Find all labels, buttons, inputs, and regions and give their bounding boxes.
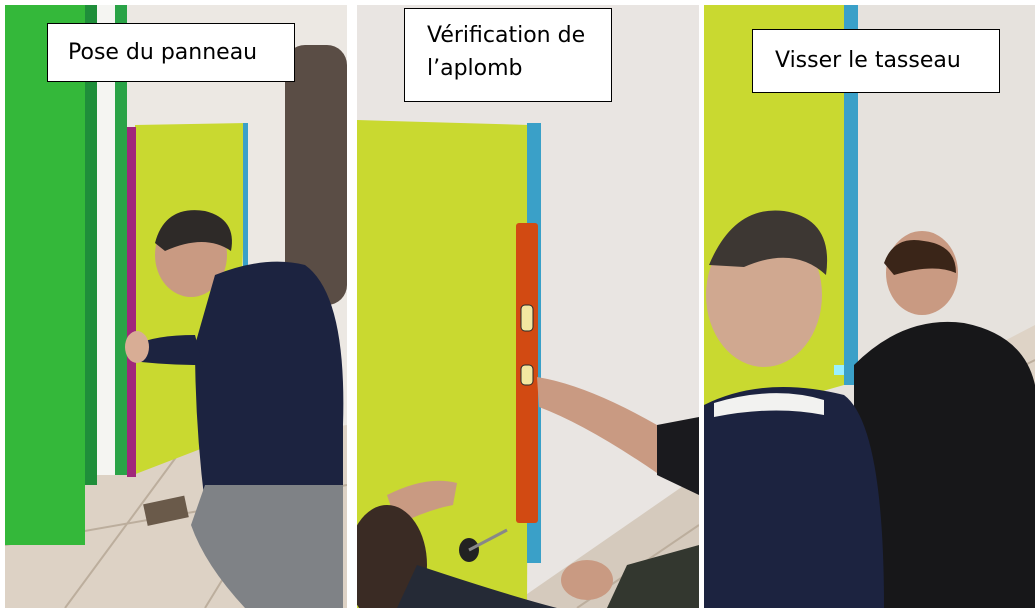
caption-text: Pose du panneau [68,40,258,65]
photo-screw-batten [704,5,1035,608]
black-sweater [854,321,1035,608]
yellow-panel [357,120,529,608]
screwdriver [459,528,508,562]
photo-panel-installation [5,5,347,608]
caption-plumb-check: Vérification de l’aplomb [404,8,612,102]
caption-screw-batten: Visser le tasseau [752,29,1000,93]
caption-panel-installation: Pose du panneau [47,23,295,82]
photo-plumb-check [357,5,699,608]
caption-text: Visser le tasseau [775,48,961,73]
spirit-level [516,223,538,523]
caption-text: Vérification de l’aplomb [427,23,586,81]
navy-sweater [195,261,344,505]
green-door [5,5,85,545]
navy-sweater [704,387,884,608]
